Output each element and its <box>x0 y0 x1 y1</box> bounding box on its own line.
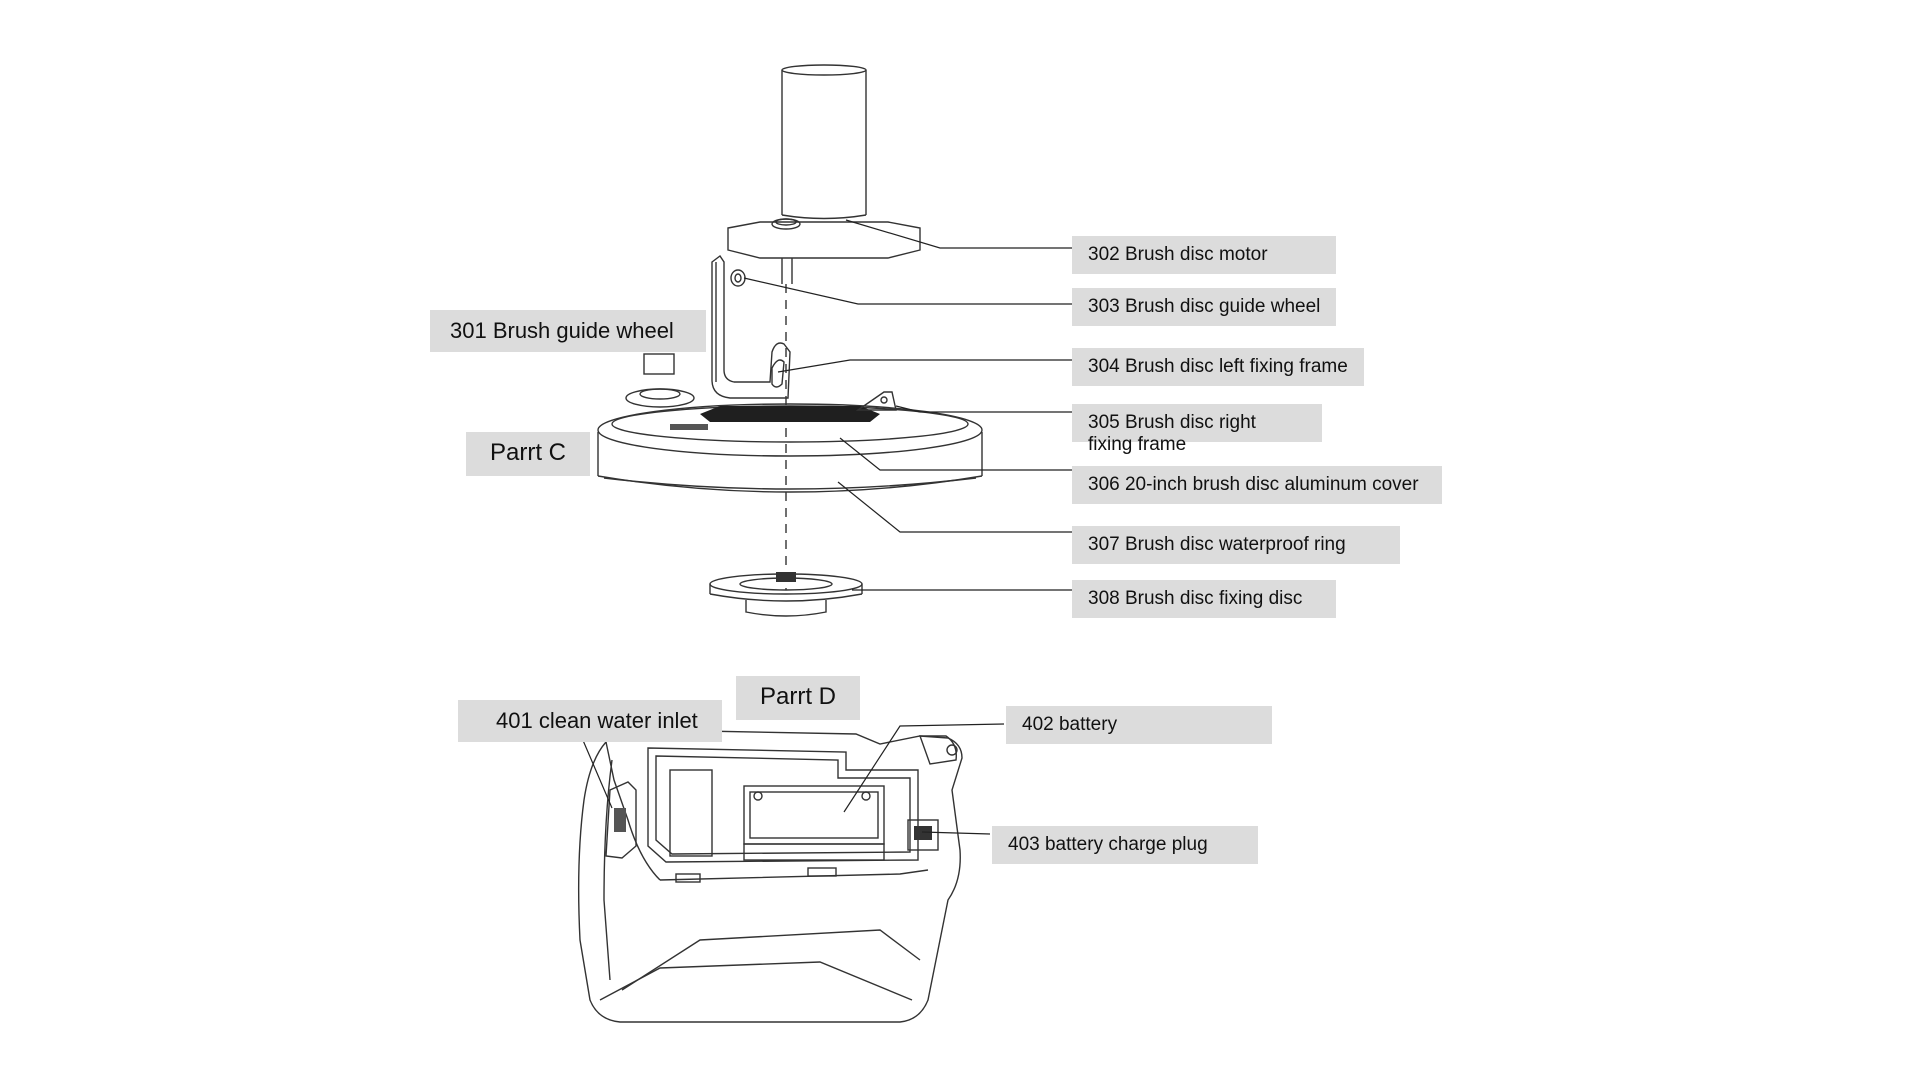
brush-disc-fixing-disc-drawing <box>709 572 863 617</box>
battery-housing-drawing <box>577 729 963 1023</box>
part-d-leader-lines <box>581 723 1005 835</box>
label-301-brush-guide-wheel: 301 Brush guide wheel <box>430 310 706 352</box>
label-402-battery: 402 battery <box>1006 706 1272 744</box>
part-d-title: Parrt D <box>736 676 860 720</box>
part-c-leader-lines <box>655 219 1072 591</box>
label-305-brush-disc-right-fixing-frame: 305 Brush disc right fixing frame <box>1072 404 1322 455</box>
label-308-brush-disc-fixing-disc: 308 Brush disc fixing disc <box>1072 580 1336 618</box>
brush-disc-motor-drawing <box>727 64 921 284</box>
label-307-brush-disc-waterproof-ring: 307 Brush disc waterproof ring <box>1072 526 1400 564</box>
brush-disc-cover-drawing <box>597 353 983 493</box>
label-306-aluminum-cover: 306 20-inch brush disc aluminum cover <box>1072 466 1442 504</box>
label-401-clean-water-inlet: 401 clean water inlet <box>458 700 722 742</box>
part-c-title: Parrt C <box>466 432 590 476</box>
label-302-brush-disc-motor: 302 Brush disc motor <box>1072 236 1336 274</box>
label-303-brush-disc-guide-wheel: 303 Brush disc guide wheel <box>1072 288 1336 326</box>
fixing-frame-drawing <box>711 254 791 399</box>
label-403-battery-charge-plug: 403 battery charge plug <box>992 826 1258 864</box>
label-304-brush-disc-left-fixing-frame: 304 Brush disc left fixing frame <box>1072 348 1364 386</box>
